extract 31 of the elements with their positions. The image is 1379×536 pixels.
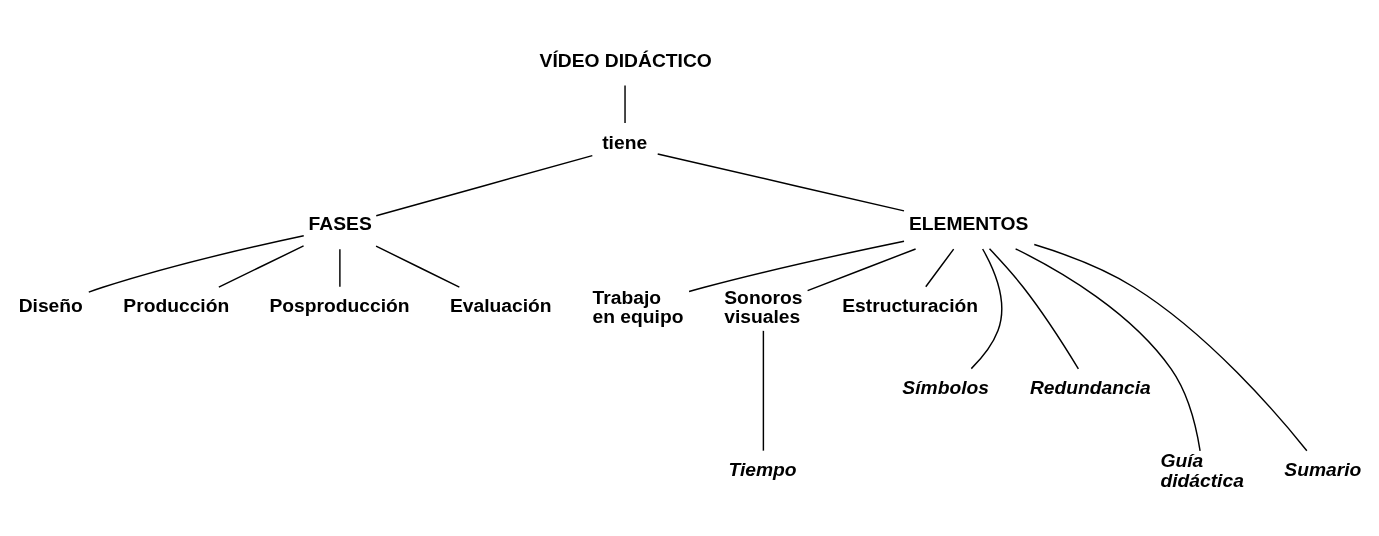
node-text: Diseño xyxy=(18,295,83,317)
connector xyxy=(687,240,905,293)
node-text: FASES xyxy=(308,213,372,235)
connector xyxy=(375,154,593,217)
connector xyxy=(762,330,764,452)
node-text: Tiempo xyxy=(728,458,797,480)
connector xyxy=(338,248,341,288)
connector xyxy=(87,235,304,293)
connector xyxy=(806,248,916,292)
connector xyxy=(623,84,626,124)
node-text: Símbolos xyxy=(901,377,989,399)
connector xyxy=(924,248,954,288)
connector xyxy=(656,153,905,212)
node-text: Trabajo en equipo xyxy=(592,286,683,328)
node-text: Sumario xyxy=(1283,458,1361,480)
node-text: tiene xyxy=(601,131,647,153)
connector xyxy=(217,245,304,288)
node-text: Producción xyxy=(122,295,229,317)
node-text: Posproducción xyxy=(269,295,410,317)
node-text: Sonoros visuales xyxy=(723,286,802,328)
node-text: VÍDEO DIDÁCTICO xyxy=(539,49,712,71)
node-text: Redundancia xyxy=(1029,377,1151,399)
connector xyxy=(1033,243,1308,452)
node-text: Guía didáctica xyxy=(1159,450,1244,491)
connector xyxy=(1014,248,1201,452)
connector xyxy=(988,248,1079,370)
connector xyxy=(970,248,1002,370)
node-text: ELEMENTOS xyxy=(908,213,1028,235)
connector xyxy=(374,245,460,288)
node-text: Estructuración xyxy=(841,295,978,317)
node-text: Evaluación xyxy=(449,295,552,317)
